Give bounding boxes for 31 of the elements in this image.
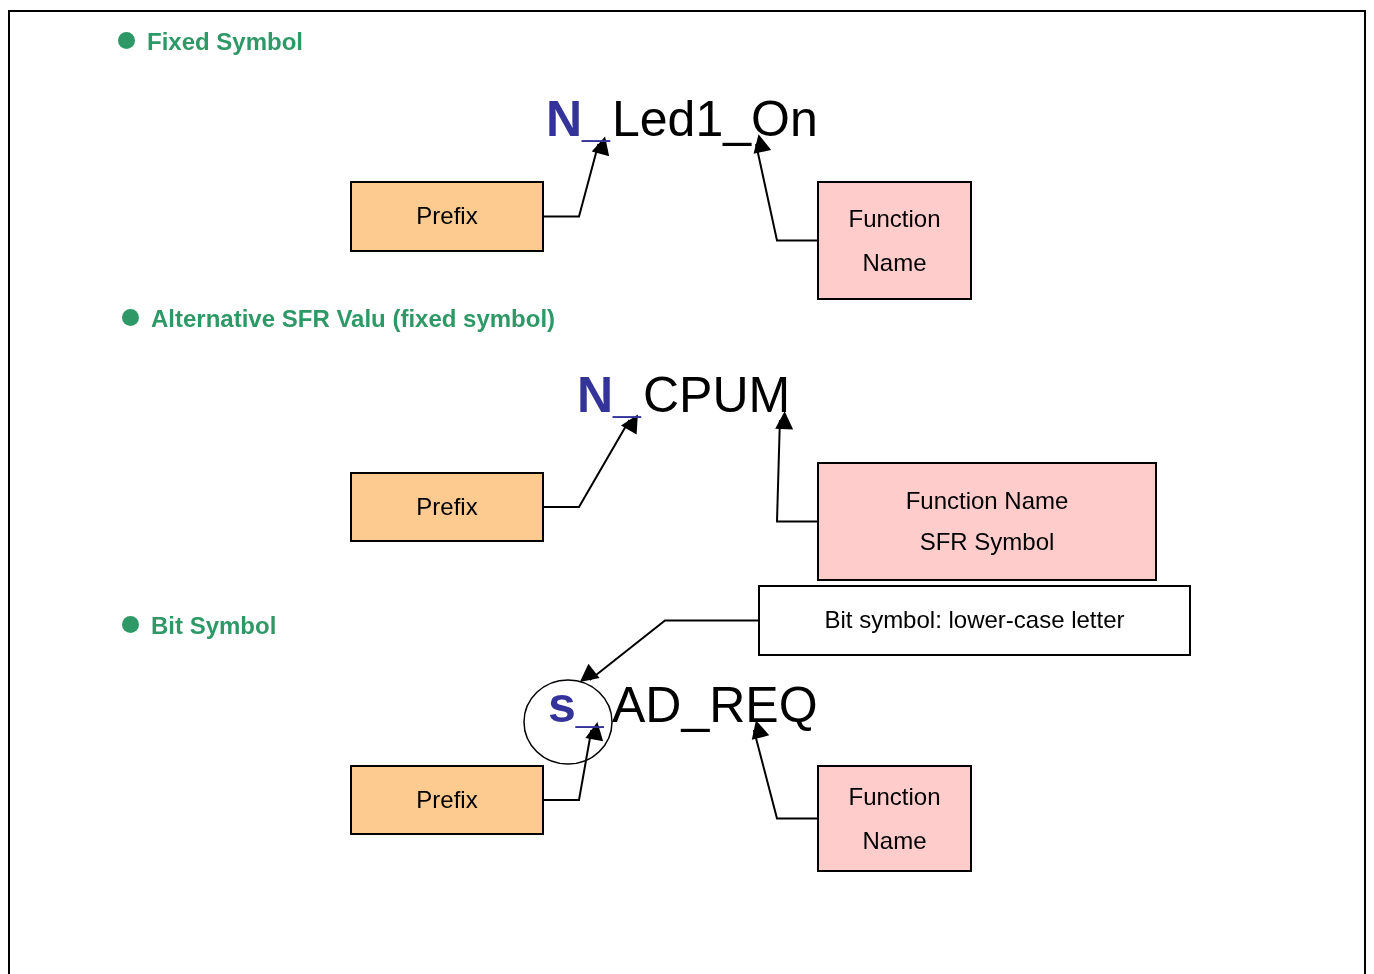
box-text: Prefix — [416, 203, 478, 230]
box-text: Function Name — [905, 488, 1069, 515]
section-heading: Alternative SFR Valu (fixed symbol) — [122, 305, 556, 333]
section-heading: Bit Symbol — [122, 612, 277, 640]
arrow — [753, 134, 818, 242]
symbol-name-text: Led1_On — [612, 94, 818, 144]
symbol-name-text: CPUM — [643, 370, 791, 420]
box-text: Function Name — [847, 782, 942, 856]
function-name-box — [817, 462, 1157, 581]
box-text: SFR Symbol — [919, 528, 1055, 555]
prefix-box — [350, 181, 544, 252]
arrow — [579, 619, 759, 683]
symbol-prefix-text: N_ — [546, 94, 610, 144]
prefix-box — [350, 765, 544, 835]
arrow — [543, 721, 604, 801]
box-text: Bit symbol: lower-case letter — [824, 607, 1125, 634]
arrow — [751, 720, 818, 820]
arrow — [543, 136, 610, 218]
section-heading: Fixed Symbol — [118, 28, 304, 56]
symbol-name-text: AD_REQ — [612, 680, 818, 730]
box-text: Prefix — [416, 786, 478, 814]
box-text: Prefix — [416, 493, 478, 521]
note-box — [758, 585, 1191, 656]
function-name-box — [817, 765, 972, 872]
arrow — [775, 411, 818, 523]
arrow — [543, 414, 638, 508]
symbol-prefix-text: s_ — [548, 680, 604, 730]
function-name-box — [817, 181, 972, 300]
prefix-box — [350, 472, 544, 542]
box-text: Function Name — [847, 204, 942, 278]
symbol-prefix-text: N_ — [577, 370, 641, 420]
